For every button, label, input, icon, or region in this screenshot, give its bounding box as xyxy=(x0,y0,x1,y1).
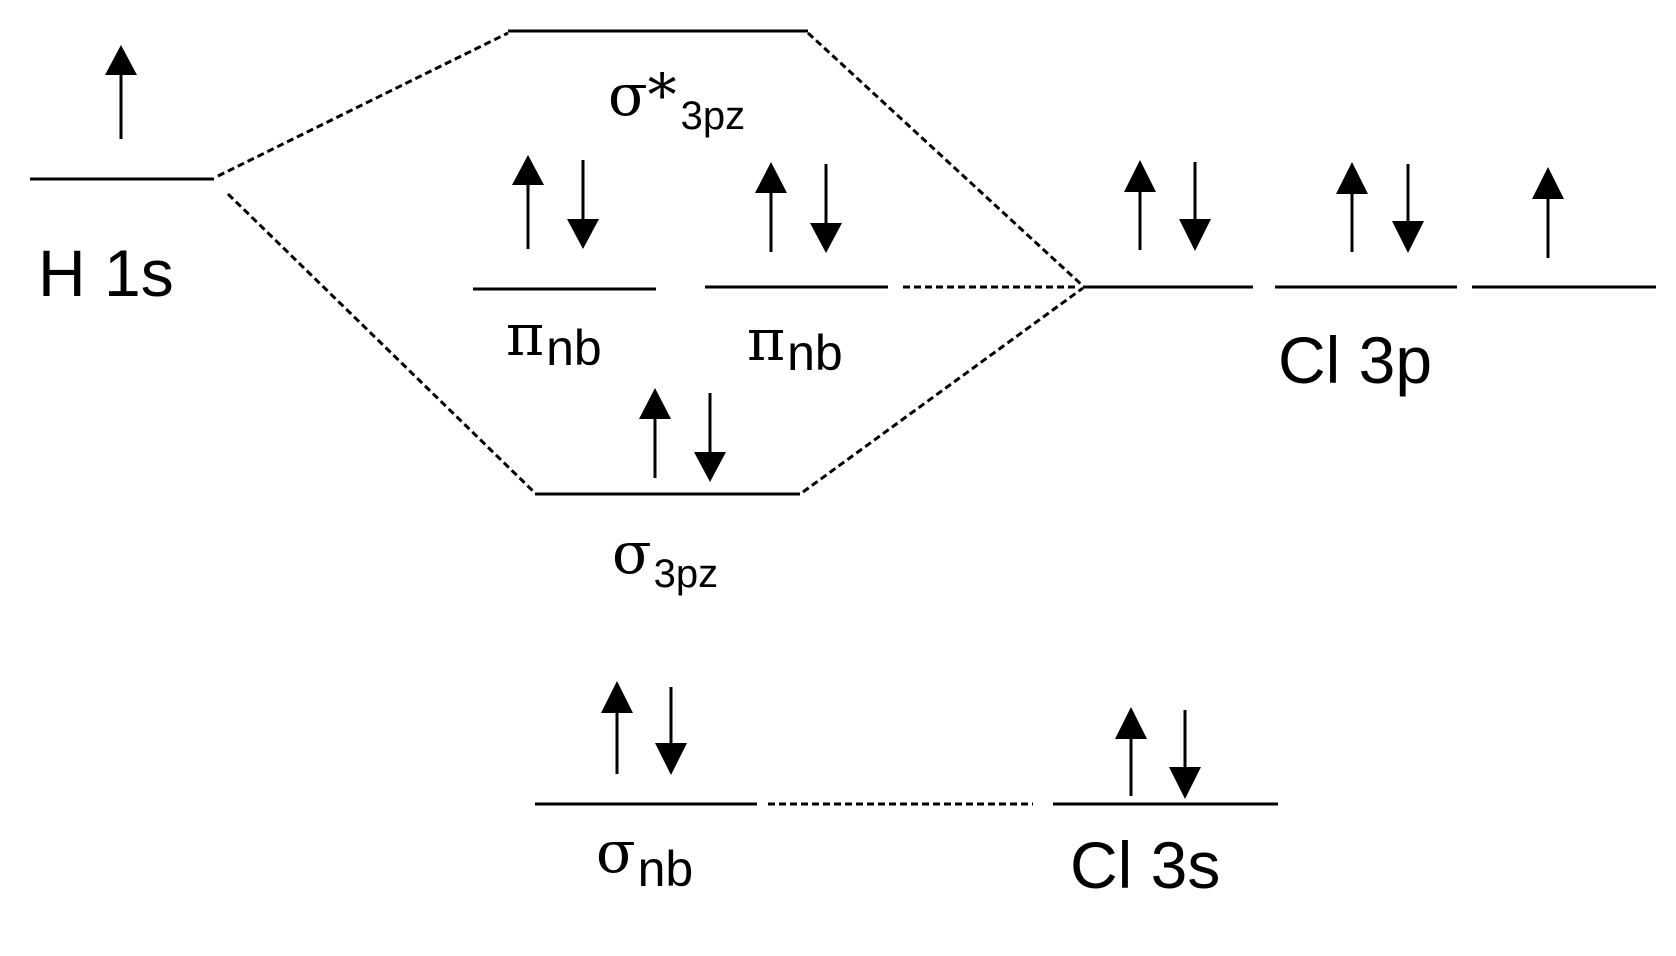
electron-down-arrow xyxy=(810,164,842,253)
electron-up-arrow xyxy=(1124,160,1156,250)
label-sigma-star-3pz: σ*3pz xyxy=(608,61,745,138)
label-h1s: H 1s xyxy=(38,236,174,310)
electron-down-arrow xyxy=(694,393,726,482)
electron-up-arrow xyxy=(1532,167,1564,258)
electron-up-arrow xyxy=(1336,162,1368,252)
electron-down-arrow xyxy=(1169,710,1201,799)
label-pi-nb-2: πnb xyxy=(747,306,843,381)
label-sigma-3pz: σ3pz xyxy=(612,519,718,596)
electron-up-arrow xyxy=(1115,707,1147,796)
electron-down-arrow xyxy=(1179,162,1211,251)
label-cl3p: Cl 3p xyxy=(1278,323,1432,397)
electron-up-arrow xyxy=(105,45,137,139)
electron-up-arrow xyxy=(601,681,633,774)
label-cl3s: Cl 3s xyxy=(1070,828,1220,902)
electron-down-arrow xyxy=(655,687,687,775)
electron-down-arrow xyxy=(1392,164,1424,253)
electron-up-arrow xyxy=(639,388,671,478)
label-sigma-nb: σnb xyxy=(596,818,693,897)
electron-up-arrow xyxy=(512,155,544,249)
electron-up-arrow xyxy=(755,162,787,252)
electron-down-arrow xyxy=(567,160,599,249)
connector-sigma-3pz-cl3p xyxy=(802,286,1084,494)
connector-h1s-sigma-star xyxy=(217,31,509,178)
label-pi-nb-1: πnb xyxy=(506,301,602,376)
connector-sigma-star-cl3p xyxy=(806,31,1085,288)
connector-h1s-sigma-3pz xyxy=(226,192,537,495)
